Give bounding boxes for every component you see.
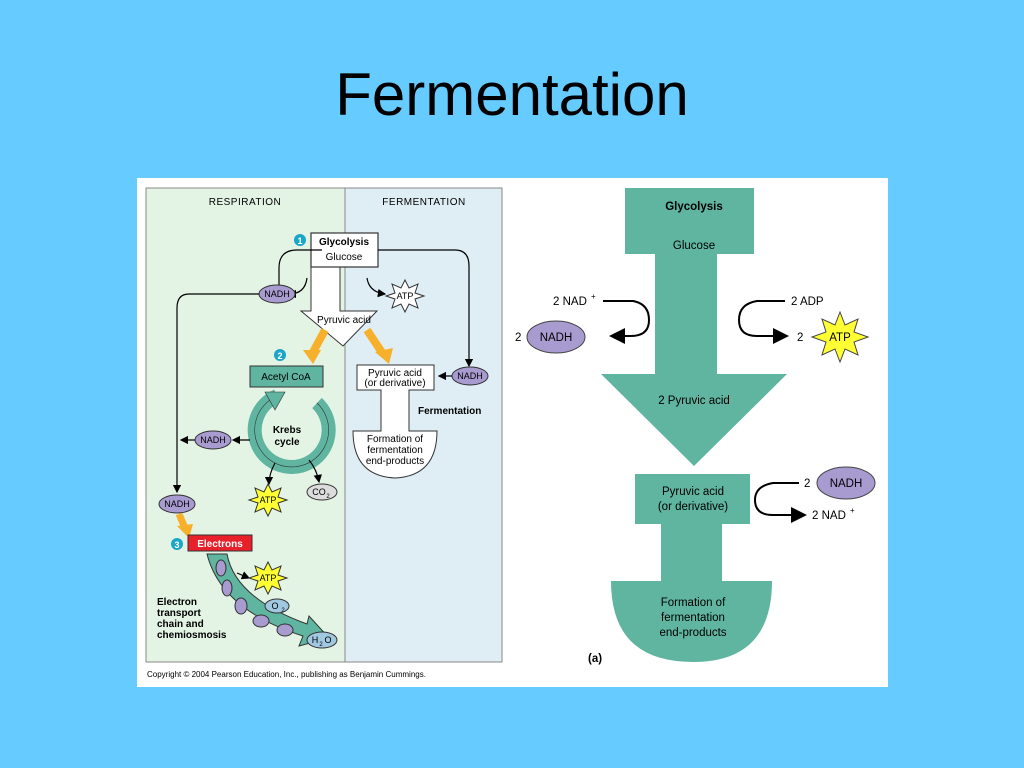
ferm-formation-label-1: Formation of [367,434,423,445]
nadh-down-line [172,293,259,494]
right-nadh2-label: NADH [830,478,863,490]
glycolysis-label: Glycolysis [319,237,369,248]
arrow-to-atp-bottom [236,571,251,580]
step-1-number: 1 [297,236,302,246]
step-2-number: 2 [277,351,282,361]
atp-label-top: ATP [397,291,414,301]
right-formation-label-3: end-products [659,627,726,639]
step-3-badge [171,538,183,550]
step-2-badge [274,349,286,361]
o2-oval [264,598,290,614]
h2o-label-o: O [324,635,331,645]
right-atp-burst [810,310,870,364]
arrow-to-atp-top [366,277,387,298]
nadh-label-1: NADH [264,289,290,299]
nad-to-nadh-arrow [603,300,651,344]
nadh-count: 2 [515,332,521,344]
nad-in-sup: + [591,292,596,301]
adp-to-atp-arrow [737,300,789,344]
h2o-subscript: 2 [319,642,323,648]
h2o-label-h: H [312,635,319,645]
krebs-ring-outline [254,395,329,468]
co2-oval [306,483,338,501]
nad-out-sup: + [850,506,855,515]
respiration-header: RESPIRATION [209,197,282,208]
acetyl-coa-label: Acetyl CoA [261,372,311,383]
glucose-label: Glucose [326,252,363,263]
acetyl-coa-box [249,365,324,388]
right-nadh-label: NADH [540,332,573,344]
nadh-label-ferm: NADH [457,371,483,381]
panel-a-label: (a) [588,653,602,665]
right-glycolysis-label: Glycolysis [665,201,723,213]
o2-label: O [271,601,278,611]
nadh-label-3: NADH [164,499,190,509]
fermentation-figure: RESPIRATION FERMENTATION Glycolysis Gluc… [137,178,888,687]
co2-label: CO [312,487,326,497]
etc-protein-5 [276,623,294,637]
etc-protein-1 [215,559,227,577]
right-atp-label: ATP [829,332,851,344]
adp-label: 2 ADP [791,296,824,308]
etc-label-2: transport [157,608,202,619]
ferm-shape [352,364,438,479]
figure-svg: RESPIRATION FERMENTATION Glycolysis Gluc… [145,187,876,679]
ferm-formation-label-2: fermentation [367,445,423,456]
fermentation-label: Fermentation [418,406,481,417]
copyright-text: Copyright © 2004 Pearson Education, Inc.… [147,670,426,679]
step-3-number: 3 [174,540,179,550]
loop-to-ferm-nadh [278,249,322,290]
nadh-to-nad-arrow [753,482,807,523]
etc-label-4: chemiosmosis [157,630,227,641]
nad-out-label: 2 NAD [812,510,846,522]
etc-protein-4 [252,614,270,628]
electrons-label: Electrons [197,539,243,550]
right-nadh2-oval [816,466,876,500]
etc-protein-2 [221,579,233,597]
orange-head-left [303,350,321,364]
nadh-label-2: NADH [200,435,226,445]
krebs-label-2: cycle [274,437,299,448]
orange-arrow-right [363,327,387,357]
h2o-oval [306,631,338,649]
arrow-to-co2 [308,459,322,484]
atp-burst-bottom [247,560,289,596]
right-pyruvic-label: 2 Pyruvic acid [658,395,730,407]
right-formation-label-2: fermentation [661,612,725,624]
atp-label-mid: ATP [260,495,277,505]
ferm-formation-label-3: end-products [366,456,424,467]
etc-protein-3 [234,597,248,615]
step-1-badge [294,234,306,246]
ferm-pyruvic-label-1: Pyruvic acid [368,368,422,379]
electrons-box [187,534,253,552]
fermentation-header: FERMENTATION [382,197,465,208]
slide-title: Fermentation [335,61,689,128]
etc-label-3: chain and [157,619,204,630]
etc-label-1: Electron [157,597,197,608]
atp-burst-mid [247,482,289,518]
atp-burst-top [384,278,426,314]
right-pyr-label-1: Pyruvic acid [662,486,724,498]
nadh-oval-3 [158,494,196,514]
krebs-label-1: Krebs [273,425,302,436]
fermentation-big-shape [611,474,772,662]
atp-count: 2 [797,332,803,344]
arrow-to-atp-mid [264,462,276,486]
o2-subscript: 2 [281,608,285,614]
right-nadh-oval [526,320,586,354]
orange-head-right [375,348,393,364]
nadh2-count: 2 [804,478,810,490]
pyruvic-acid-label: Pyruvic acid [317,315,371,326]
glycolysis-box [310,232,379,268]
glycolysis-big-arrow [601,188,787,466]
loop-right [378,249,474,368]
ferm-pyruvic-label-2: (or derivative) [364,378,425,389]
right-glucose-label: Glucose [673,240,715,252]
co2-subscript: 2 [326,494,330,500]
right-formation-label-1: Formation of [661,597,726,609]
right-pyr-label-2: (or derivative) [658,501,728,513]
atp-label-bottom: ATP [260,573,277,583]
nad-in-label: 2 NAD [553,296,587,308]
krebs-arrowhead [264,391,286,411]
